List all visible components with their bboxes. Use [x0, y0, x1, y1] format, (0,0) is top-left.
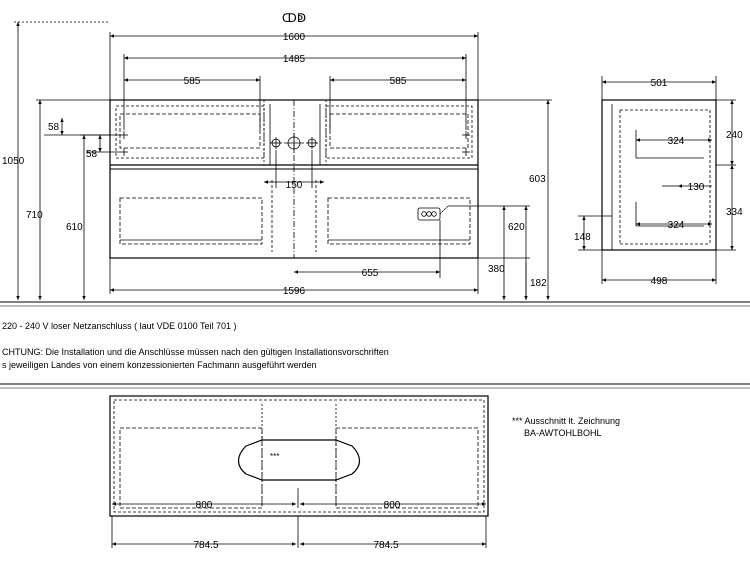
top-view — [109, 395, 489, 548]
dim-610: 610 — [66, 222, 83, 233]
dim-603: 603 — [529, 174, 546, 185]
dim-585-left: 585 — [184, 76, 201, 87]
dim-240: 240 — [726, 130, 743, 141]
top-view-labels: *** 800 800 784.5 784.5 *** Ausschnitt l… — [193, 416, 620, 551]
dim-800-right: 800 — [384, 500, 401, 511]
dim-800-left: 800 — [196, 500, 213, 511]
electrical-note: 220 - 240 V loser Netzanschluss ( laut V… — [2, 321, 236, 331]
installation-notes: 220 - 240 V loser Netzanschluss ( laut V… — [2, 321, 389, 370]
dim-620: 620 — [508, 222, 525, 233]
dim-324-top: 324 — [668, 136, 685, 147]
dim-1596: 1596 — [283, 286, 306, 297]
warning-line-2: s jeweiligen Landes von einem konzession… — [2, 360, 317, 370]
side-view-labels: 501 324 130 324 240 334 148 498 — [574, 78, 743, 287]
callout-line-2: BA-AWTOHLBOHL — [524, 428, 602, 438]
dim-1050: 1050 — [2, 156, 25, 167]
dim-655: 655 — [362, 268, 379, 279]
dim-150: 150 — [286, 180, 303, 191]
callout-line-1: *** Ausschnitt lt. Zeichnung — [512, 416, 620, 426]
dim-58-inner: 58 — [86, 149, 98, 160]
dim-334: 334 — [726, 207, 743, 218]
front-view — [0, 21, 750, 307]
dim-130: 130 — [688, 182, 705, 193]
dim-148: 148 — [574, 232, 591, 243]
dim-380: 380 — [488, 264, 505, 275]
cutout-marker: *** — [270, 452, 279, 461]
center-axis-symbol: ↀↁ — [282, 11, 306, 25]
dim-1485: 1485 — [283, 54, 306, 65]
dim-585-right: 585 — [390, 76, 407, 87]
dim-324-bottom: 324 — [668, 220, 685, 231]
front-view-labels: 1600 1485 585 585 1050 710 610 58 58 150… — [2, 32, 547, 297]
dim-182: 182 — [530, 278, 547, 289]
dim-710: 710 — [26, 210, 43, 221]
dim-498: 498 — [651, 276, 668, 287]
dim-501: 501 — [651, 78, 668, 89]
dim-1600: 1600 — [283, 32, 306, 43]
dim-784-right: 784.5 — [373, 540, 398, 551]
warning-line-1: CHTUNG: Die Installation und die Anschlü… — [2, 347, 389, 357]
dim-784-left: 784.5 — [193, 540, 218, 551]
side-view — [578, 76, 736, 284]
dim-58-top: 58 — [48, 122, 60, 133]
